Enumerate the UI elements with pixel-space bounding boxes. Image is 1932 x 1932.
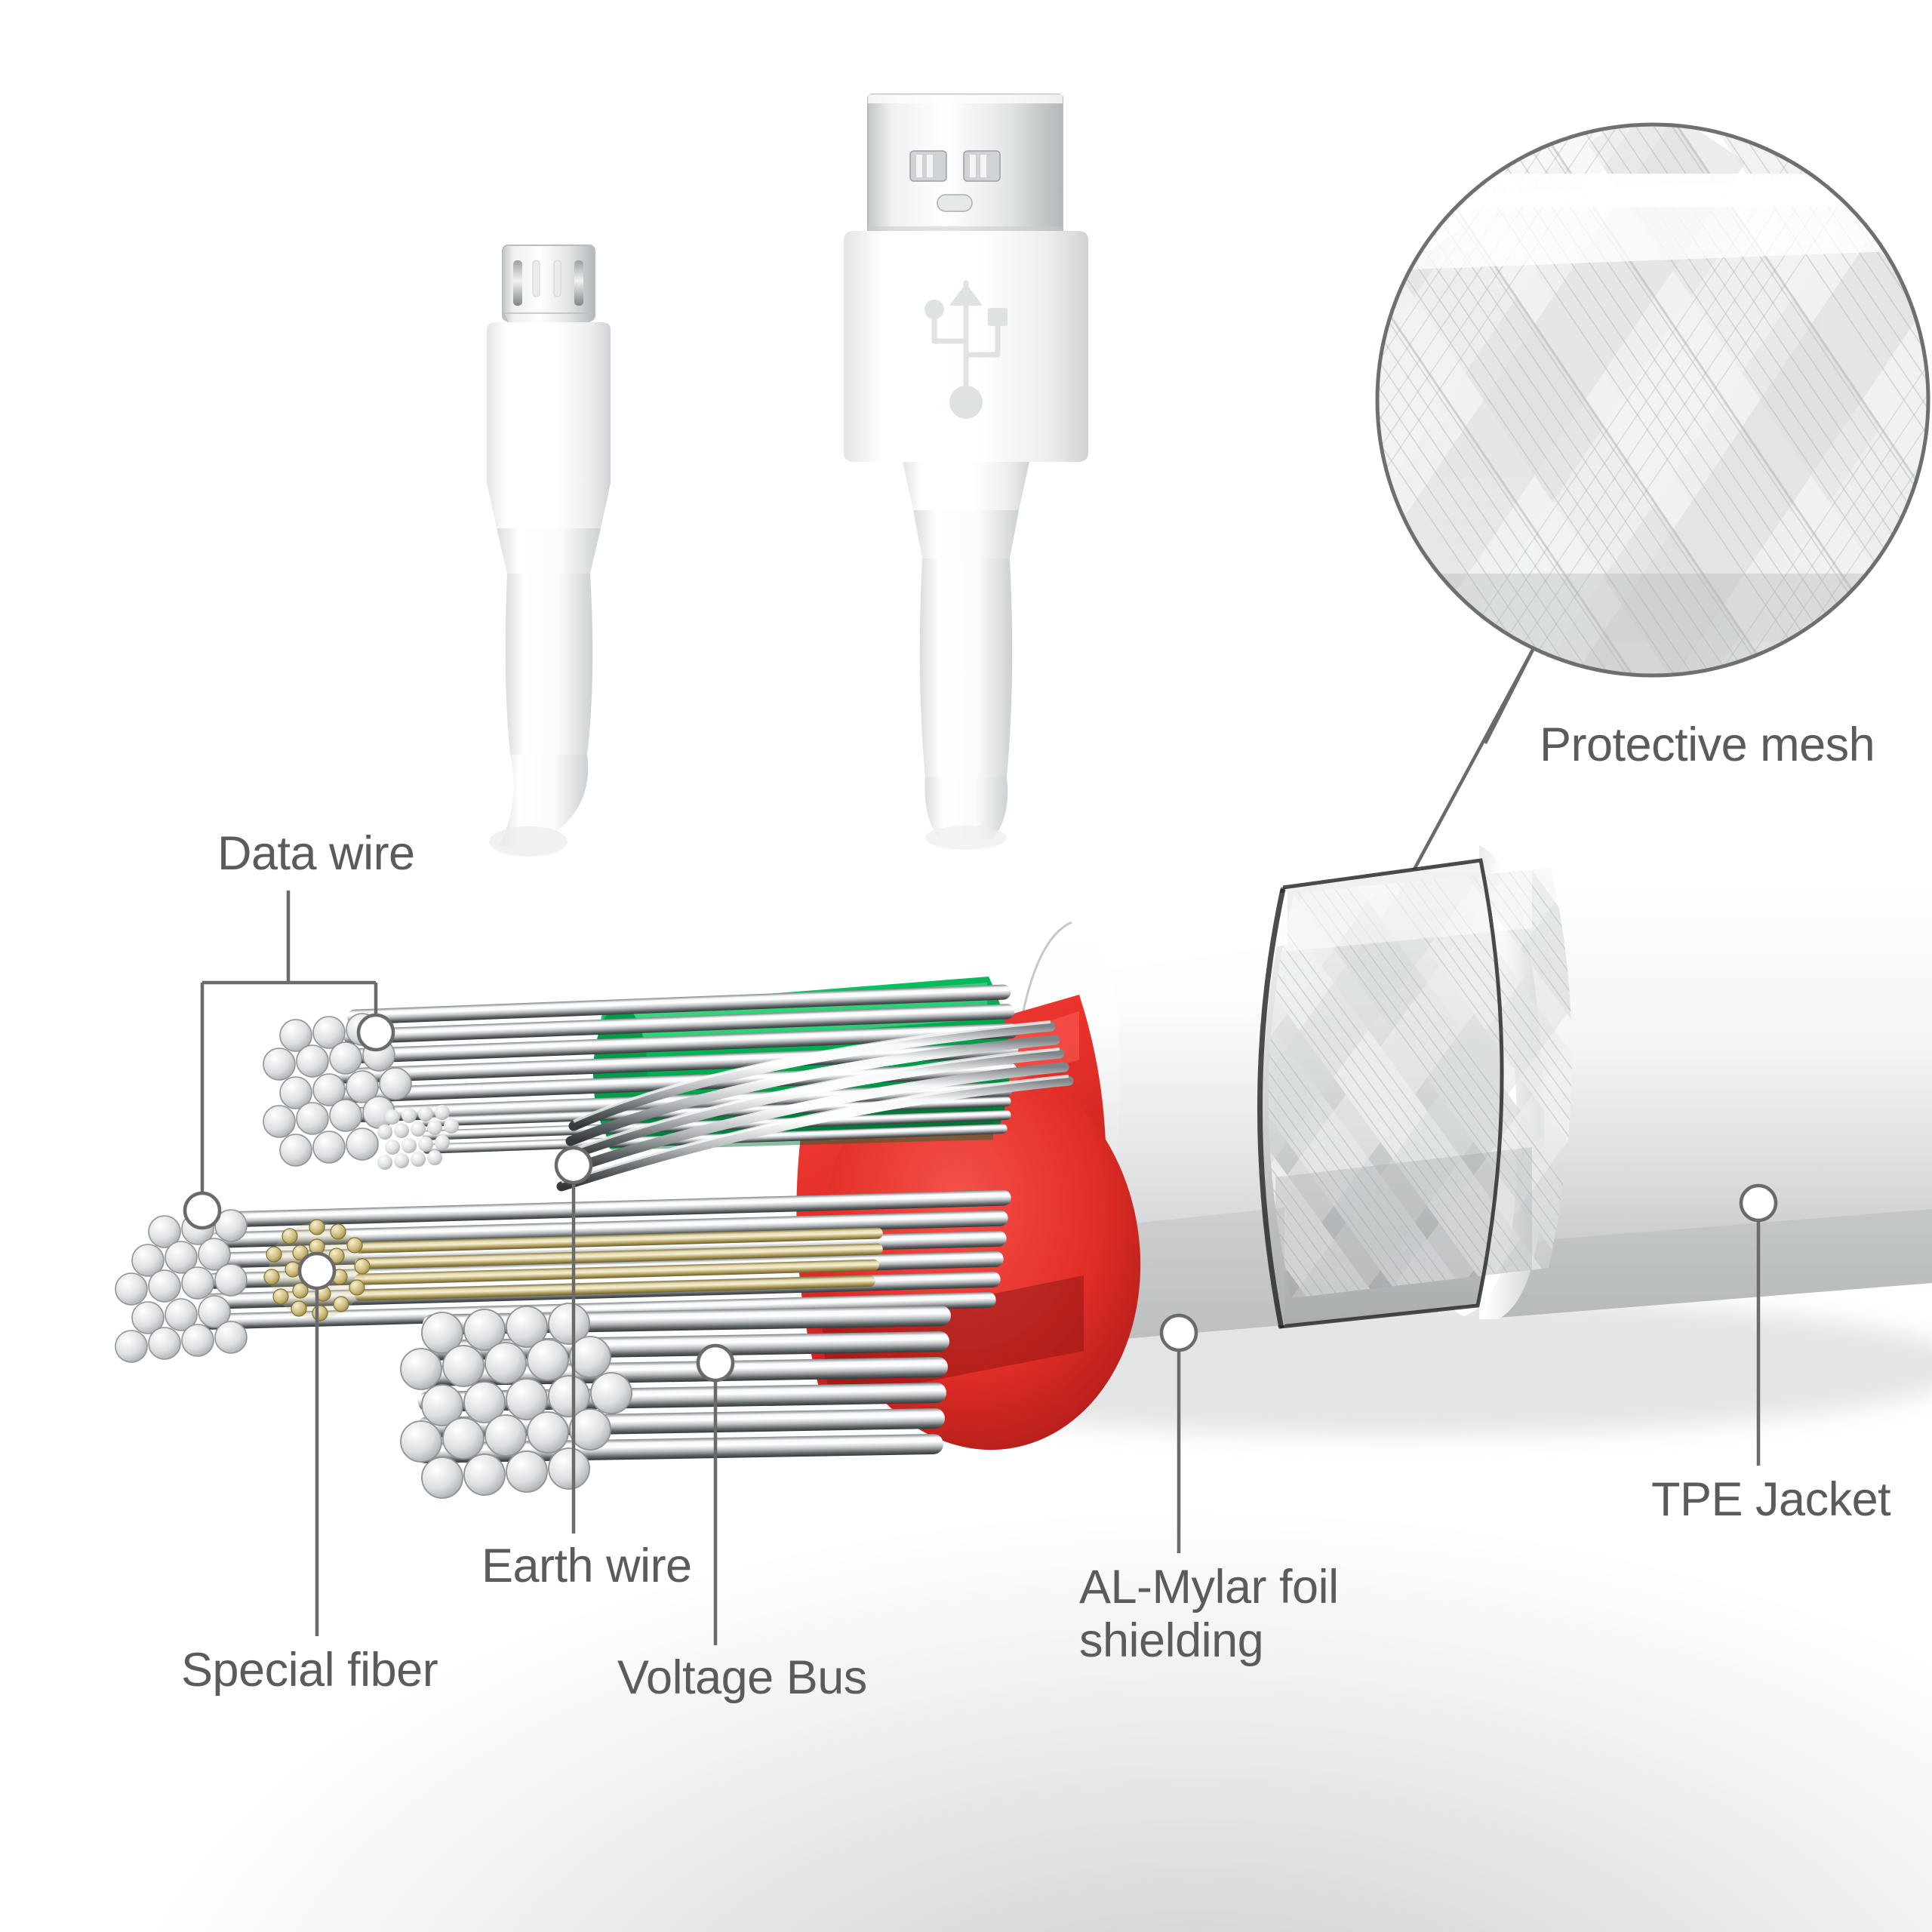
callout-dot-data-wire-b [183, 1191, 222, 1230]
label-tpe-jacket: TPE Jacket [1651, 1473, 1891, 1526]
protective-mesh-magnifier [1347, 122, 1930, 980]
label-voltage-bus: Voltage Bus [617, 1651, 867, 1704]
label-al-mylar: AL-Mylar foil shielding [1079, 1561, 1339, 1667]
callout-dots [183, 1013, 1778, 1383]
tpe-jacket-body [1479, 809, 1932, 1319]
usb-trident-icon [924, 280, 1008, 419]
label-protective-mesh: Protective mesh [1540, 718, 1875, 771]
data-wire-bundle-lower [115, 1189, 1011, 1363]
al-mylar-foil-layer [1046, 892, 1287, 1343]
thin-strand-cluster [377, 1096, 1011, 1170]
callout-dot-voltage-bus [696, 1343, 735, 1383]
label-data-wire: Data wire [217, 827, 415, 880]
callout-dot-protective-mesh [1347, 940, 1386, 980]
earth-wire-strands-b [561, 1020, 1069, 1183]
voltage-bus-sheath [796, 995, 1106, 1396]
data-wire-sheath [596, 977, 1011, 1149]
protective-mesh-band [1257, 860, 1503, 1327]
special-fiber-face [263, 1219, 371, 1321]
callout-dot-al-mylar [1159, 1313, 1198, 1352]
special-fiber-strands [354, 1227, 883, 1301]
earth-wire-strands [556, 1021, 1074, 1192]
data-wire-bundle-upper [263, 984, 1019, 1167]
voltage-bus-bundle [400, 1303, 951, 1499]
callout-dot-special-fiber [297, 1251, 337, 1291]
micro-usb-connector [487, 245, 611, 857]
leader-lines [200, 891, 1761, 1645]
usb-a-connector [844, 94, 1088, 850]
label-earth-wire: Earth wire [481, 1540, 692, 1592]
callout-dot-data-wire-a [356, 1013, 395, 1052]
label-special-fiber: Special fiber [181, 1644, 438, 1697]
callout-dot-earth-wire [554, 1146, 593, 1185]
callout-dot-tpe-jacket [1739, 1183, 1778, 1223]
